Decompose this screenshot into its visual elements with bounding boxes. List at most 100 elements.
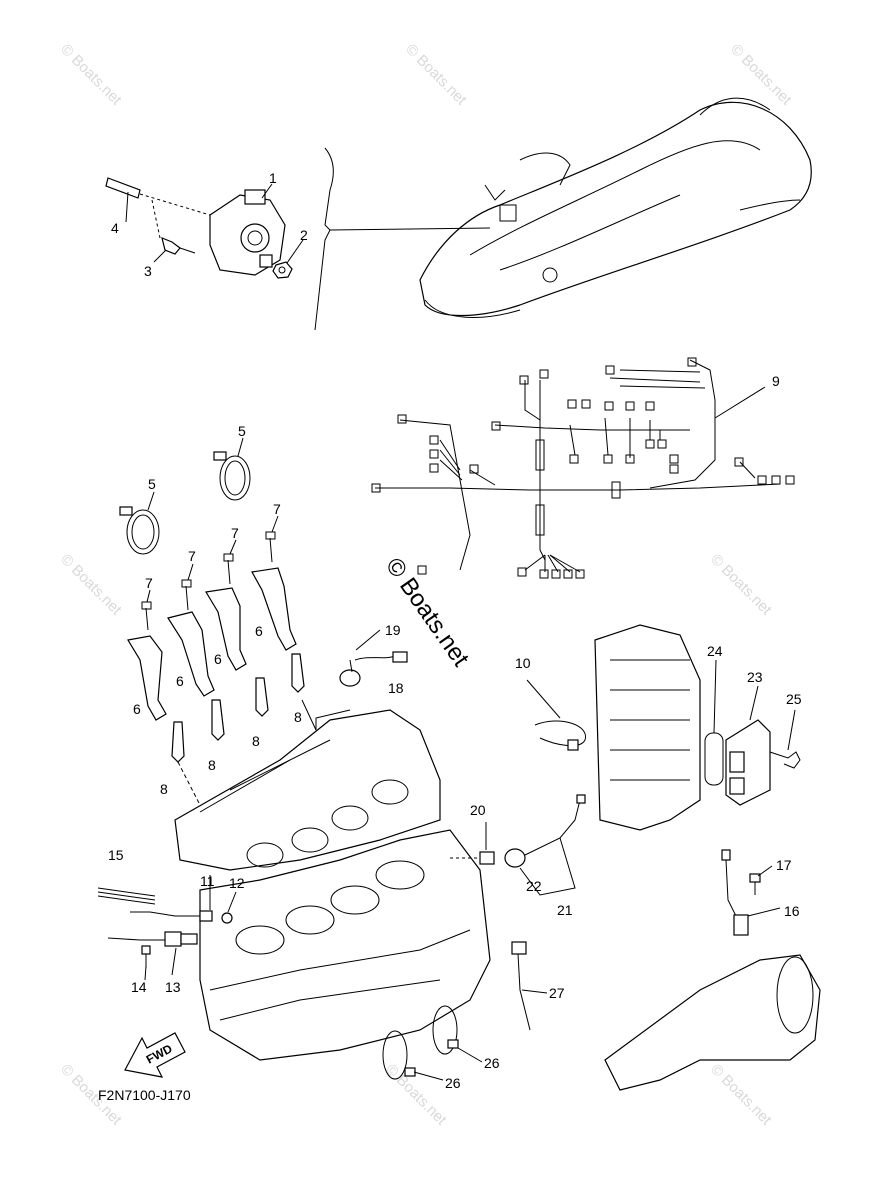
callout-14: 14 xyxy=(131,979,147,995)
leader-line xyxy=(787,709,796,751)
leader-line xyxy=(237,437,244,457)
part-24-seal xyxy=(704,732,724,786)
jet-ski-illustration xyxy=(419,97,812,318)
fwd-arrow: FWD xyxy=(124,1032,186,1078)
leader-line xyxy=(757,865,773,877)
engine-cylinder-head xyxy=(174,709,491,1061)
callout-20: 20 xyxy=(470,802,486,818)
part-26-tie xyxy=(432,1005,459,1055)
watermark: © Boats.net xyxy=(382,1061,450,1129)
callout-12: 12 xyxy=(229,875,245,891)
callout-7c: 7 xyxy=(231,525,239,541)
callout-21: 21 xyxy=(557,902,573,918)
part-11-sensor xyxy=(130,910,213,922)
callout-6d: 6 xyxy=(255,623,263,639)
callout-3: 3 xyxy=(144,263,152,279)
callout-26b: 26 xyxy=(445,1075,461,1091)
callout-24: 24 xyxy=(707,643,723,659)
callout-25: 25 xyxy=(786,691,802,707)
callout-labels: 1 2 3 4 5 5 6 6 6 6 7 7 7 7 8 8 8 8 9 10… xyxy=(108,170,802,1091)
leader-line xyxy=(457,1047,483,1063)
leader-line xyxy=(521,989,548,994)
leader-line xyxy=(413,1071,444,1081)
watermark: © Boats.net xyxy=(402,41,470,109)
part-14-bolt xyxy=(141,945,151,968)
leader-line xyxy=(171,947,177,976)
callout-17: 17 xyxy=(776,857,792,873)
callout-6b: 6 xyxy=(176,673,184,689)
watermark: © Boats.net xyxy=(57,41,125,109)
callout-8d: 8 xyxy=(294,709,302,725)
watermark: © Boats.net xyxy=(727,41,795,109)
part-code: F2N7100-J170 xyxy=(98,1087,191,1103)
callout-23: 23 xyxy=(747,669,763,685)
watermark: © Boats.net xyxy=(57,551,125,619)
callout-13: 13 xyxy=(165,979,181,995)
part-18-sensor xyxy=(339,651,408,687)
part-27-tie xyxy=(511,941,531,1031)
leader-line xyxy=(329,227,491,231)
exhaust-manifold xyxy=(604,954,821,1091)
part-8-spark-plugs xyxy=(171,653,305,763)
callout-19: 19 xyxy=(385,622,401,638)
watermark: © Boats.net xyxy=(707,551,775,619)
leader-line xyxy=(749,685,759,721)
callout-1: 1 xyxy=(269,170,277,186)
leader-line xyxy=(147,491,155,511)
callout-27: 27 xyxy=(549,985,565,1001)
callout-18: 18 xyxy=(388,680,404,696)
callout-10: 10 xyxy=(515,655,531,671)
watermark: © Boats.net xyxy=(707,1061,775,1129)
part-9-wire-harness xyxy=(371,357,795,579)
part-7-bolts xyxy=(141,531,276,631)
leader-line xyxy=(519,837,576,896)
callout-7d: 7 xyxy=(273,501,281,517)
part-22-sensor xyxy=(504,794,586,868)
part-15-spring xyxy=(97,887,156,905)
callout-26a: 26 xyxy=(484,1055,500,1071)
callout-11: 11 xyxy=(200,873,215,889)
leader-line xyxy=(227,891,237,913)
callout-15: 15 xyxy=(108,847,124,863)
leader-line xyxy=(713,659,717,734)
callout-22: 22 xyxy=(526,878,542,894)
leader-line xyxy=(526,679,561,719)
callout-9: 9 xyxy=(772,373,780,389)
leader-line xyxy=(144,965,147,981)
callout-8c: 8 xyxy=(252,733,260,749)
label-leaders xyxy=(125,183,304,603)
part-1-assembly xyxy=(209,189,286,276)
part-5-clamp xyxy=(213,451,251,501)
callout-8b: 8 xyxy=(208,757,216,773)
callout-5a: 5 xyxy=(238,423,246,439)
part-16-sensor xyxy=(721,849,749,936)
callout-2: 2 xyxy=(300,227,308,243)
part-3-pin xyxy=(161,237,196,255)
leader-line xyxy=(747,907,781,917)
callout-7b: 7 xyxy=(188,548,196,564)
part-2-nut xyxy=(272,261,293,279)
part-25-bolt xyxy=(769,751,801,769)
callout-4: 4 xyxy=(111,220,119,236)
leader-line xyxy=(355,629,381,651)
part-17-bolt xyxy=(749,873,761,895)
part-6-coils xyxy=(127,567,297,721)
part-4-screw xyxy=(105,177,211,239)
callout-6c: 6 xyxy=(214,651,222,667)
leader-line xyxy=(177,761,201,806)
leader-line xyxy=(714,386,766,419)
part-20-sensor xyxy=(479,851,495,865)
callout-5b: 5 xyxy=(148,476,156,492)
callout-7a: 7 xyxy=(145,575,153,591)
callout-6a: 6 xyxy=(133,701,141,717)
leader-line xyxy=(301,699,351,731)
bracket xyxy=(314,147,334,331)
part-10-clamp xyxy=(534,720,586,751)
part-12-washer xyxy=(221,912,233,924)
callout-8a: 8 xyxy=(160,781,168,797)
part-23-module xyxy=(594,624,771,831)
callout-16: 16 xyxy=(784,903,800,919)
part-13-sensor xyxy=(107,931,198,947)
part-5-clamp xyxy=(119,506,160,555)
